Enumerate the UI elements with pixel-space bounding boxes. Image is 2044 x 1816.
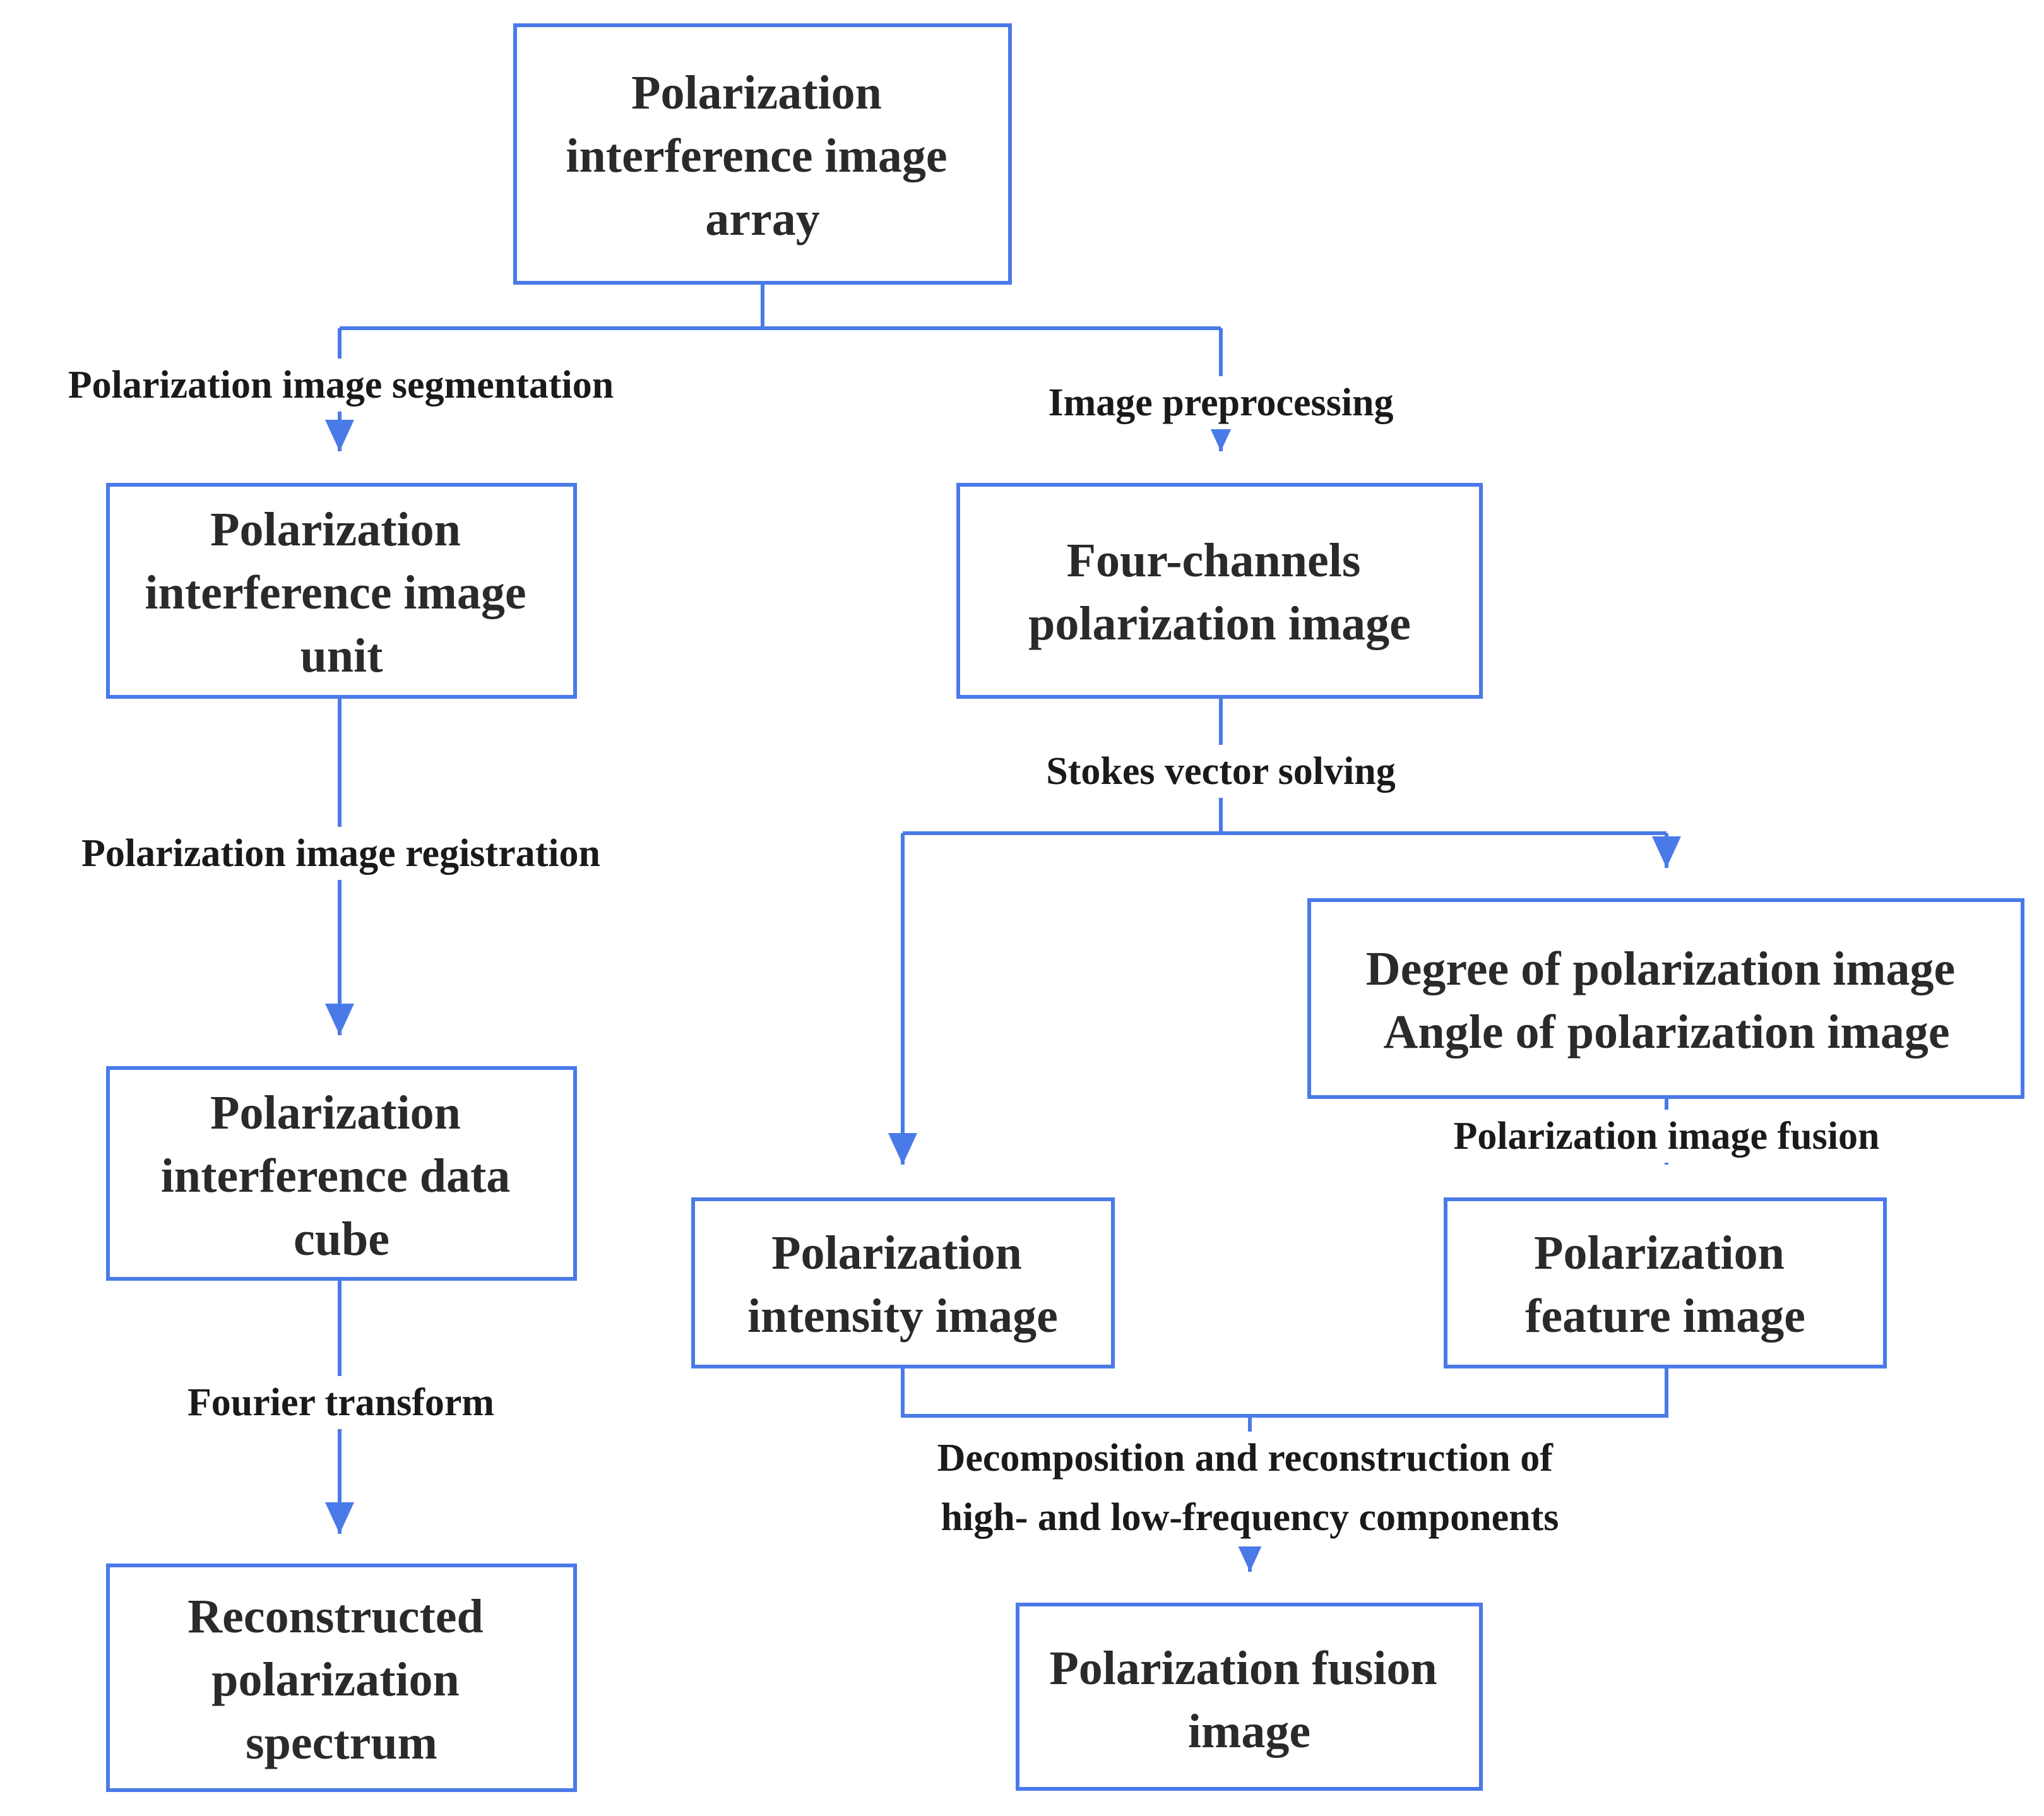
node-four-channel-box xyxy=(956,483,1483,699)
node-feature-box xyxy=(1444,1197,1887,1368)
node-intensity-label: Polarization intensity image xyxy=(747,1226,1058,1343)
node-four-channel-label: Four-channels polarization image xyxy=(1028,534,1411,650)
edge-label-segmentation: Polarization image segmentation xyxy=(68,364,614,407)
boxes xyxy=(106,23,2024,1792)
node-dop-aop-box xyxy=(1307,898,2024,1099)
connector-array-split xyxy=(340,283,1221,330)
node-intensity-box xyxy=(691,1197,1115,1368)
node-labels: Polarization interference image array Po… xyxy=(145,66,1968,1769)
node-spectrum-box xyxy=(106,1564,577,1792)
edge-label-preprocessing: Image preprocessing xyxy=(1048,381,1393,424)
node-unit-box xyxy=(106,483,577,699)
node-fusion-box xyxy=(1016,1603,1483,1791)
node-array-label: Polarization interference image array xyxy=(566,66,959,246)
node-feature-label: Polarization feature image xyxy=(1525,1226,1805,1343)
edge-label-stokes: Stokes vector solving xyxy=(1046,750,1395,793)
edge-label-decomposition: Decomposition and reconstruction of high… xyxy=(937,1437,1563,1539)
node-unit-label: Polarization interference image unit xyxy=(145,503,538,682)
node-spectrum-label: Reconstructed polarization spectrum xyxy=(187,1590,496,1769)
node-cube-box xyxy=(106,1066,577,1281)
edge-labels: Polarization image segmentation Image pr… xyxy=(13,359,1922,1546)
node-cube-label: Polarization interference data cube xyxy=(161,1086,523,1266)
node-array-box xyxy=(513,23,1012,285)
node-dop-aop-label: Degree of polarization image Angle of po… xyxy=(1366,942,1968,1059)
edge-label-fourier: Fourier transform xyxy=(187,1381,494,1424)
edge-label-registration: Polarization image registration xyxy=(81,832,600,875)
node-fusion-label: Polarization fusion image xyxy=(1049,1642,1449,1758)
edge-label-fusion-step: Polarization image fusion xyxy=(1453,1115,1879,1158)
